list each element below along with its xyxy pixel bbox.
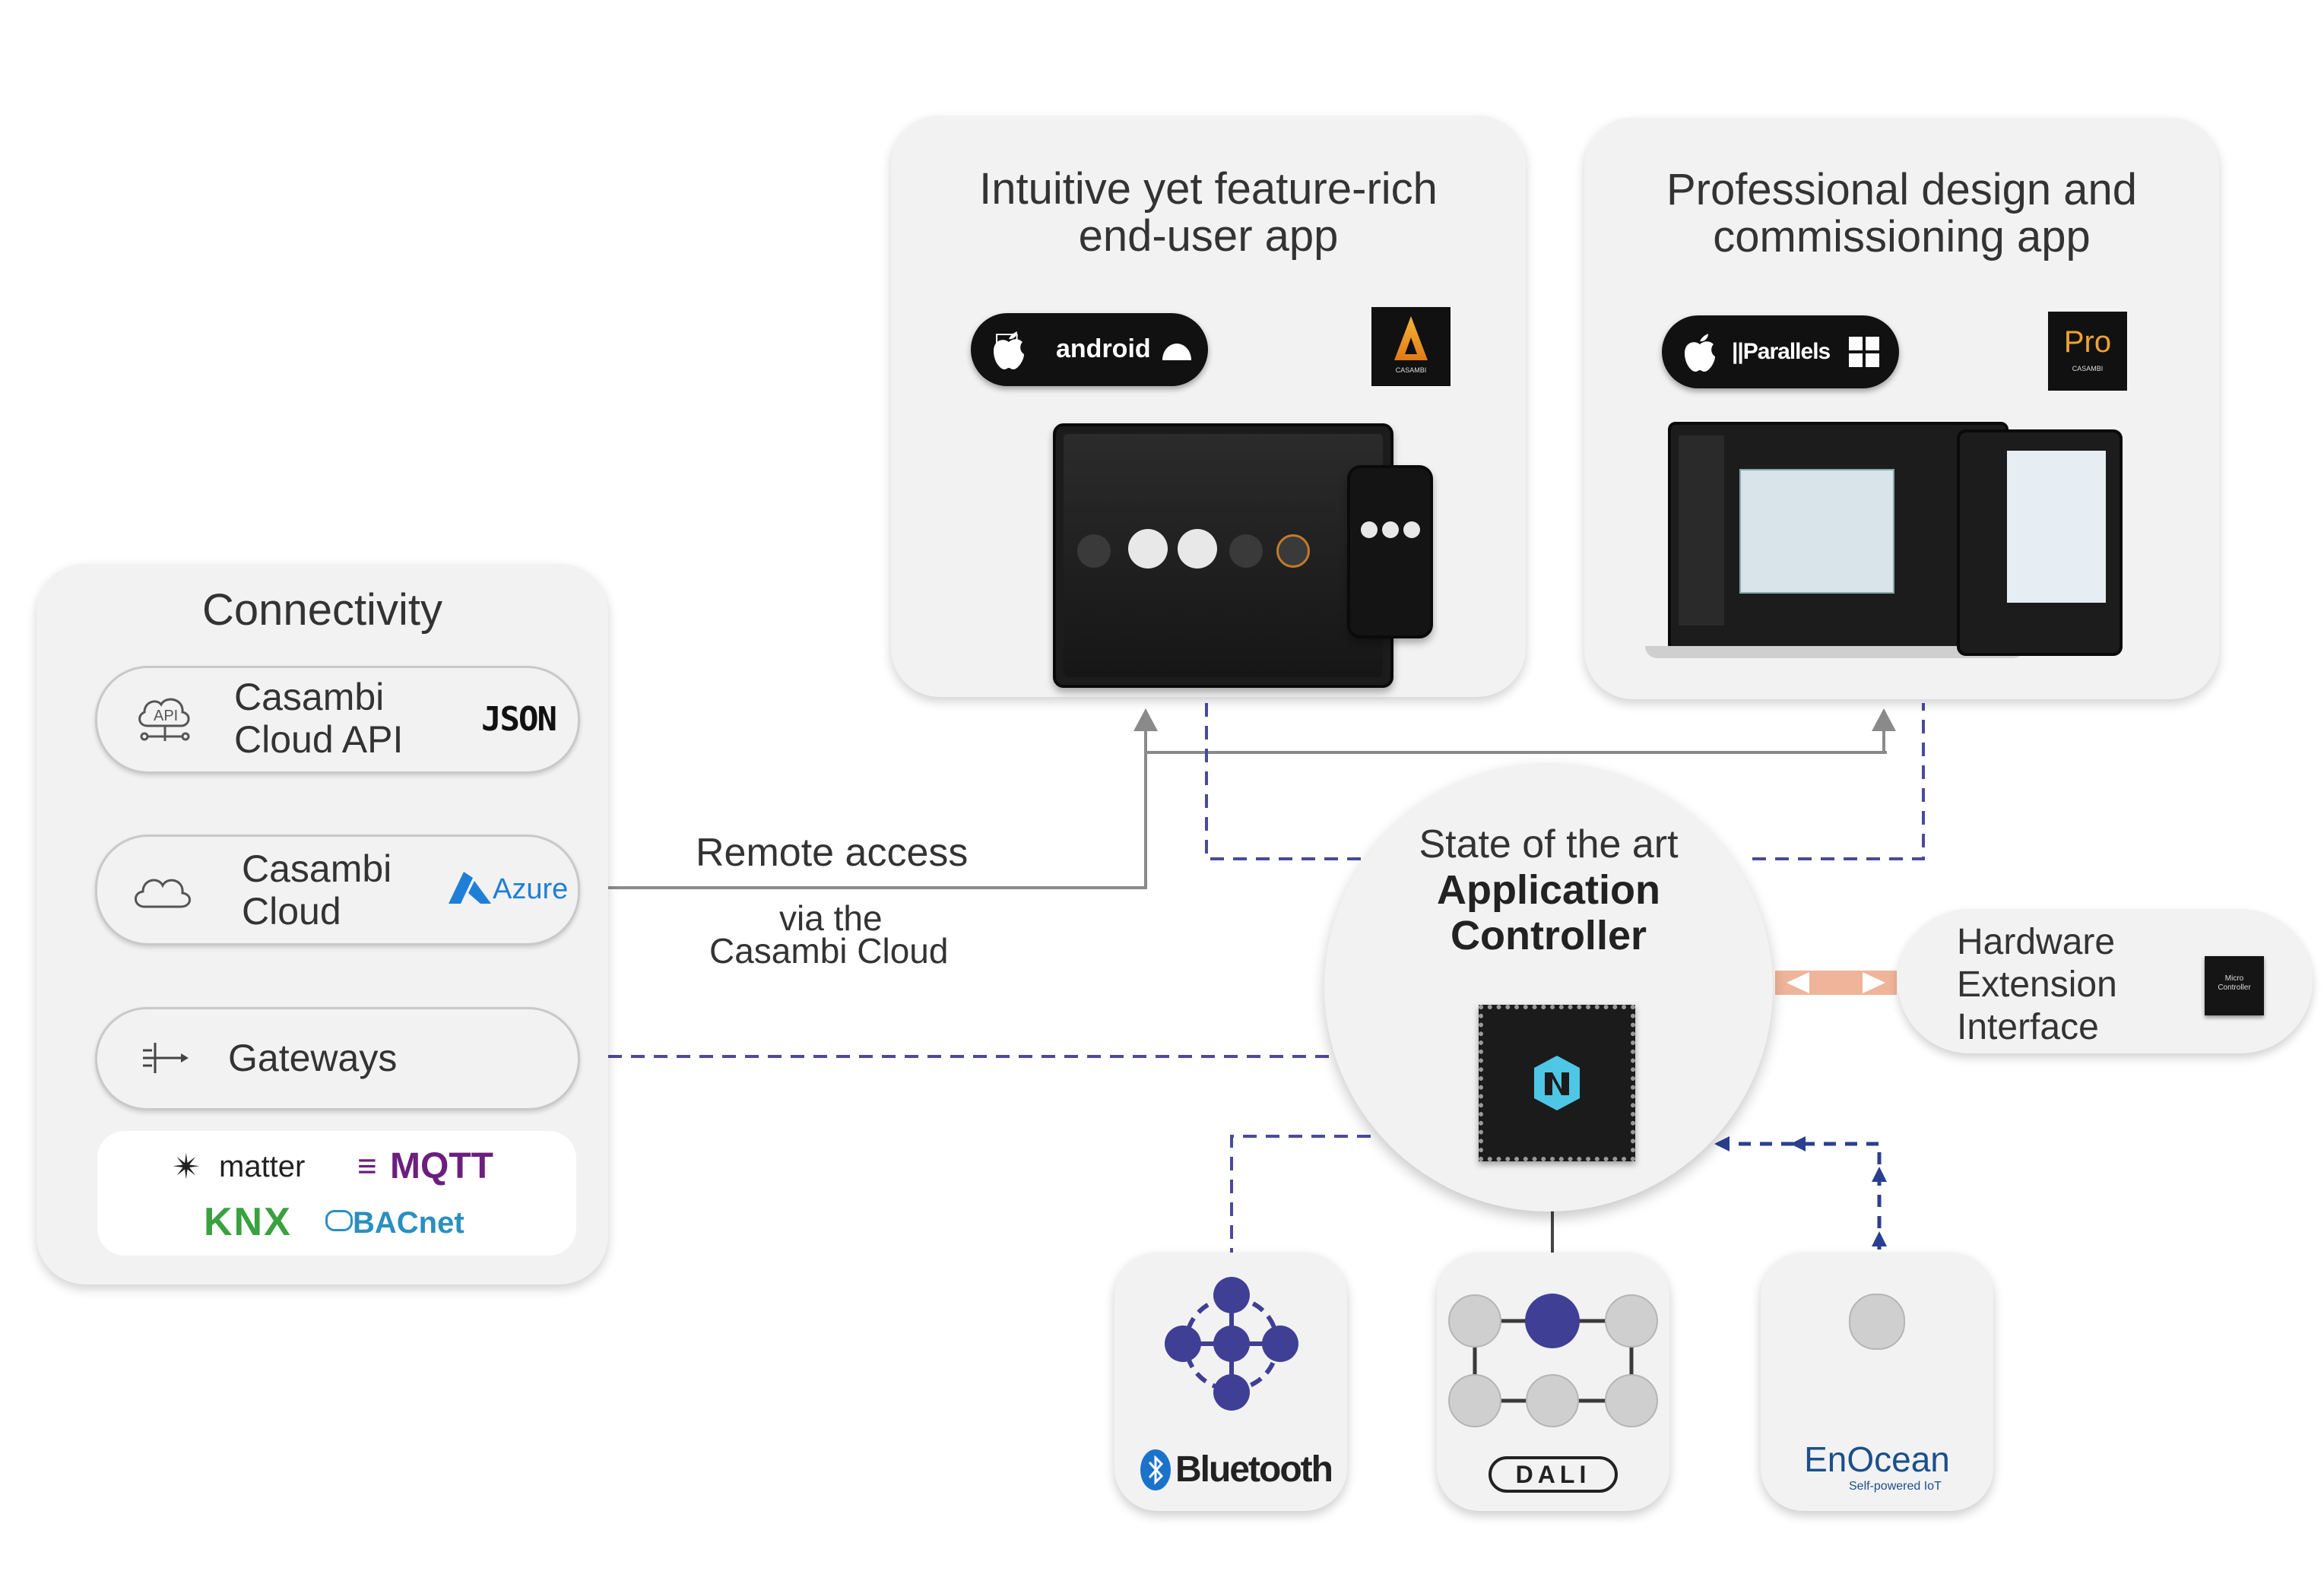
bluetooth-tile: Bluetooth xyxy=(1114,1253,1347,1511)
dashed-apps-controller xyxy=(1205,703,1365,860)
matter-icon: ✴ xyxy=(172,1147,201,1186)
casambi-app-logo: CASAMBI xyxy=(1371,307,1451,386)
remote-access-line xyxy=(597,751,1887,889)
gateway-icon xyxy=(143,1043,189,1073)
cloud-api-icon xyxy=(138,698,190,741)
enduser-app-panel: Intuitive yet feature-rich end-user app … xyxy=(891,116,1526,697)
pro-platform-badge: ||Parallels xyxy=(1662,315,1899,388)
enocean-logo-text: EnOcean xyxy=(1804,1440,1950,1479)
pro-title-line1: Professional design and xyxy=(1666,165,2138,214)
enocean-tile: EnOcean Self-powered IoT xyxy=(1761,1253,1993,1511)
laptop-mockup xyxy=(1668,422,2009,652)
bacnet-logo: BACnet xyxy=(353,1206,464,1240)
bluetooth-rune-icon xyxy=(1140,1449,1171,1490)
connectivity-title: Connectivity xyxy=(202,585,442,635)
enocean-tagline: Self-powered IoT xyxy=(1849,1480,1942,1493)
enduser-platform-badge:  android xyxy=(971,313,1208,386)
cloud-icon xyxy=(135,879,191,908)
casambi-cloud-label: Casambi Cloud xyxy=(242,847,392,933)
tablet-mockup xyxy=(1053,423,1393,688)
android-label: android xyxy=(1056,334,1151,363)
micro-controller-chip: Micro Controller xyxy=(2205,956,2264,1015)
azure-icon xyxy=(449,872,491,904)
controller-line2: Application xyxy=(1437,867,1660,913)
apple-logo-icon xyxy=(994,331,1024,369)
dali-logo-text: DALI xyxy=(1515,1461,1591,1488)
nordic-chip xyxy=(1479,1005,1635,1161)
cloud-api-line2: Cloud API xyxy=(234,718,404,761)
parallels-label: ||Parallels xyxy=(1732,339,1831,364)
controller-line3: Controller xyxy=(1450,913,1647,958)
dashed-bluetooth-controller xyxy=(1230,1135,1376,1262)
hardware-extension-pill: Hardware Extension Interface Micro Contr… xyxy=(1898,909,2313,1053)
cloud-api-label: Casambi Cloud API xyxy=(234,676,403,761)
remote-access-label: Remote access xyxy=(696,831,969,875)
tablet-light-control-2 xyxy=(1178,529,1217,569)
pro-app-title: Professional design and commissioning ap… xyxy=(1584,166,2219,261)
json-badge: JSON xyxy=(481,700,557,739)
bluetooth-mesh-icon xyxy=(1165,1277,1298,1411)
tablet-light-control-1 xyxy=(1128,529,1168,569)
nordic-logo-icon xyxy=(1534,1056,1580,1110)
phone-mockup xyxy=(1347,465,1433,638)
tablet-control-3 xyxy=(1229,534,1263,568)
casambi-a-icon xyxy=(1394,316,1428,360)
arrow-to-enduser-app xyxy=(1133,708,1158,731)
enduser-title-line2: end-user app xyxy=(1078,211,1339,261)
hardware-line3: Interface xyxy=(1957,1007,2099,1047)
pro-logo-subtext: CASAMBI xyxy=(2072,365,2104,372)
casambi-pro-logo: Pro CASAMBI xyxy=(2048,312,2127,391)
apple-logo-icon xyxy=(1685,334,1715,372)
tablet-control-dots xyxy=(1077,534,1111,568)
api-icon-text: API xyxy=(154,708,179,724)
gateways-label: Gateways xyxy=(228,1037,398,1079)
enduser-app-title: Intuitive yet feature-rich end-user app xyxy=(891,166,1526,260)
micro-controller-label: Micro Controller xyxy=(2218,974,2251,992)
azure-badge-text: Azure xyxy=(493,873,569,905)
android-robot-icon xyxy=(1162,344,1191,360)
bluetooth-logo-text: Bluetooth xyxy=(1175,1449,1333,1490)
knx-logo: KNX xyxy=(204,1200,292,1244)
remote-access-cloud: Casambi Cloud xyxy=(709,931,949,971)
pro-title-line2: commissioning app xyxy=(1713,212,2091,261)
arrow-to-pro-app xyxy=(1872,708,1896,731)
pro-tablet-mockup xyxy=(1957,429,2123,656)
cloud-line1: Casambi xyxy=(242,847,392,890)
tablet-power-control xyxy=(1276,534,1310,568)
gateways-pill: Gateways xyxy=(95,1007,580,1110)
pro-app-panel: Professional design and commissioning ap… xyxy=(1584,118,2219,699)
remote-access-via: via the xyxy=(779,898,883,938)
matter-logo: matter xyxy=(219,1150,306,1183)
hardware-line2: Extension xyxy=(1957,964,2117,1005)
application-controller-circle: State of the art Application Controller xyxy=(1324,763,1773,1212)
bacnet-icon xyxy=(325,1210,353,1231)
controller-line1: State of the art xyxy=(1419,822,1679,866)
protocols-box: ✴ matter ≡ MQTT KNX BACnet xyxy=(97,1131,576,1256)
laptop-base xyxy=(1645,646,2025,658)
casambi-logo-text: CASAMBI xyxy=(1395,366,1427,374)
mqtt-logo: MQTT xyxy=(390,1146,493,1186)
enocean-node xyxy=(1849,1294,1905,1350)
windows-icon xyxy=(1849,337,1879,367)
dali-logo: DALI xyxy=(1489,1456,1618,1493)
cloud-line2: Cloud xyxy=(242,890,341,933)
enduser-title-line1: Intuitive yet feature-rich xyxy=(979,164,1438,214)
dali-tile: DALI xyxy=(1437,1253,1669,1511)
hardware-line1: Hardware xyxy=(1957,922,2116,962)
pro-logo-text: Pro xyxy=(2063,325,2112,359)
cloud-api-pill: API Casambi Cloud API JSON xyxy=(95,666,580,774)
cloud-api-line1: Casambi xyxy=(234,676,385,718)
casambi-cloud-pill: Casambi Cloud Azure xyxy=(95,835,580,945)
dali-topology-icon xyxy=(1448,1294,1658,1427)
mqtt-icon: ≡ xyxy=(357,1148,377,1185)
hardware-label: Hardware Extension Interface xyxy=(1957,921,2117,1049)
